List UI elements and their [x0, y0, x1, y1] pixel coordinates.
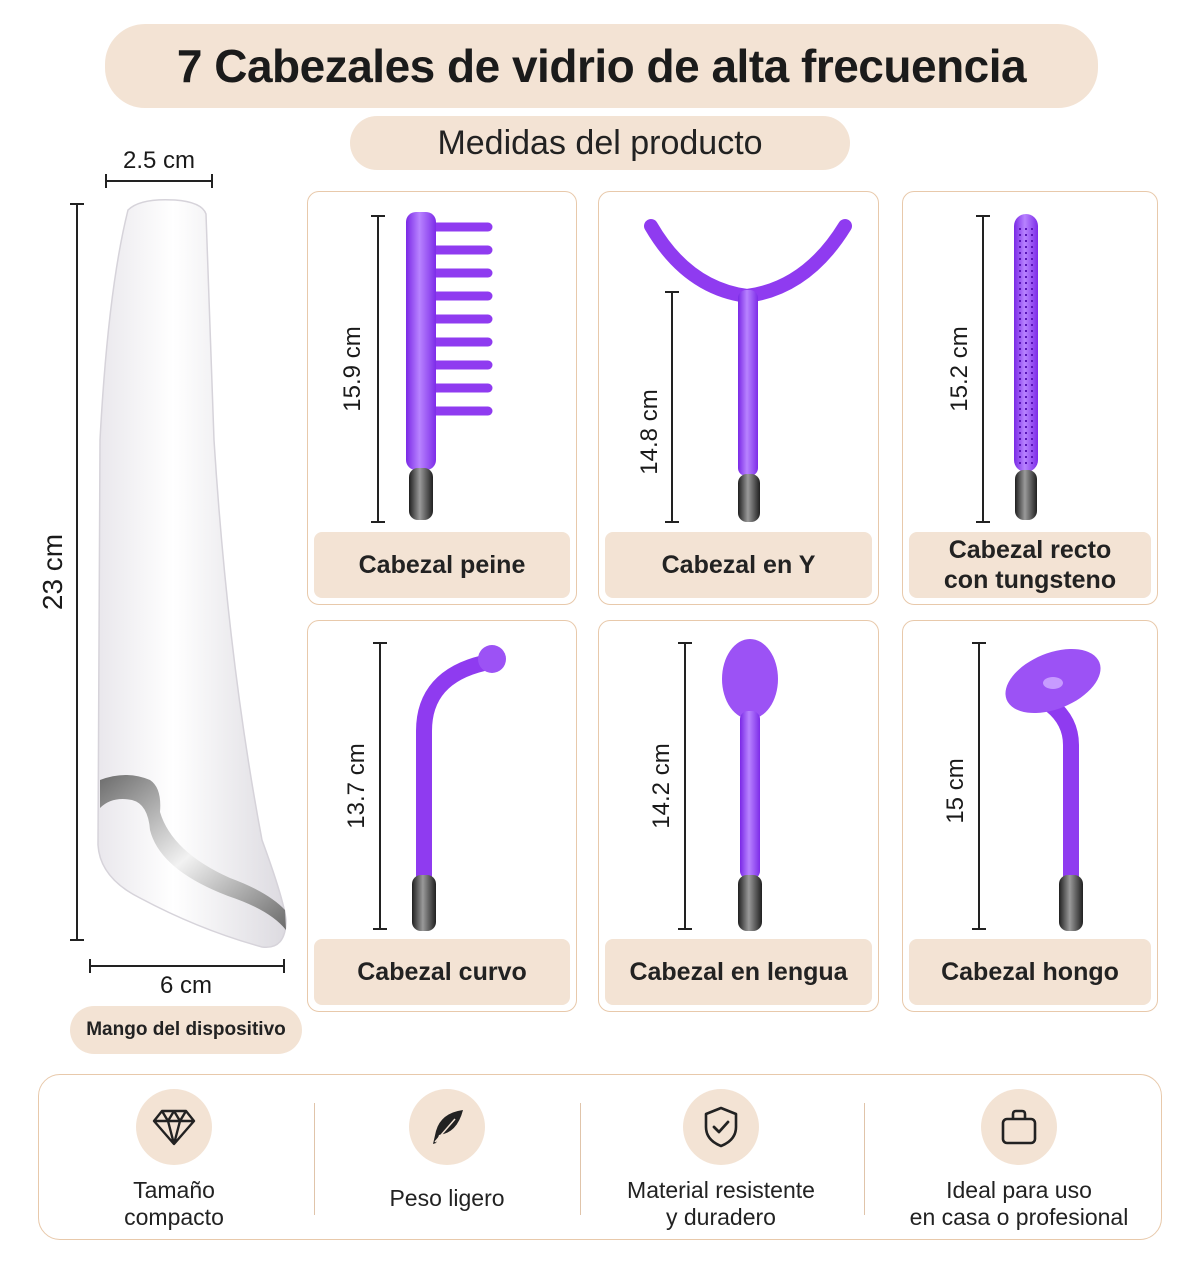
card-straight-head: 15.2 cm Cabezal recto con tungsteno	[902, 191, 1158, 605]
card-mushroom-head: 15 cm Cabezal hongo	[902, 620, 1158, 1012]
straight-length-label: 15.2 cm	[946, 326, 973, 411]
tongue-length-label: 14.2 cm	[648, 743, 675, 828]
feather-icon	[433, 1110, 463, 1144]
feature-lightweight: Peso ligero	[337, 1075, 557, 1241]
y-electrode-illustration: 14.8 cm	[636, 219, 852, 523]
features-panel: Tamaño compacto Peso ligero Material res…	[38, 1074, 1162, 1240]
page-title: 7 Cabezales de vidrio de alta frecuencia	[105, 24, 1098, 108]
card-y-head: 14.8 cm Cabezal en Y	[598, 191, 879, 605]
shield-check-icon	[704, 1106, 738, 1148]
handle-height-label: 23 cm	[37, 534, 68, 610]
feature-lightweight-label: Peso ligero	[389, 1185, 505, 1211]
mushroom-electrode-illustration: 15 cm	[942, 642, 1101, 931]
straight-tungsten-electrode-illustration: 15.2 cm	[946, 214, 1038, 523]
page-subtitle: Medidas del producto	[350, 116, 850, 170]
feature-home-pro: Ideal para uso en casa o profesional	[889, 1075, 1149, 1241]
straight-head-name: Cabezal recto con tungsteno	[909, 532, 1151, 598]
card-tongue-head: 14.2 cm Cabezal en lengua	[598, 620, 879, 1012]
comb-electrode-illustration: 15.9 cm	[339, 212, 493, 523]
feature-compact-label: Tamaño compacto	[124, 1177, 224, 1230]
briefcase-icon	[1001, 1109, 1037, 1145]
comb-head-name: Cabezal peine	[314, 532, 570, 598]
feature-home-pro-label: Ideal para uso en casa o profesional	[909, 1177, 1129, 1230]
curved-electrode-illustration: 13.7 cm	[343, 642, 506, 931]
device-handle-illustration: 2.5 cm 23 cm 6 cm	[37, 147, 287, 999]
diamond-icon	[152, 1109, 196, 1146]
curved-head-name: Cabezal curvo	[314, 939, 570, 1005]
y-length-label: 14.8 cm	[636, 389, 663, 474]
feature-durable-label: Material resistente y duradero	[627, 1177, 815, 1230]
feature-compact: Tamaño compacto	[79, 1075, 269, 1241]
y-head-name: Cabezal en Y	[605, 532, 872, 598]
handle-base-label: 6 cm	[160, 972, 212, 999]
tongue-electrode-illustration: 14.2 cm	[648, 639, 778, 931]
comb-length-label: 15.9 cm	[339, 326, 366, 411]
feature-durable: Material resistente y duradero	[605, 1075, 837, 1241]
tongue-head-name: Cabezal en lengua	[605, 939, 872, 1005]
mushroom-length-label: 15 cm	[942, 758, 969, 823]
card-curved-head: 13.7 cm Cabezal curvo	[307, 620, 577, 1012]
mushroom-head-name: Cabezal hongo	[909, 939, 1151, 1005]
curved-length-label: 13.7 cm	[343, 743, 370, 828]
card-comb-head: 15.9 cm Cabezal peine	[307, 191, 577, 605]
handle-caption: Mango del dispositivo	[70, 1006, 302, 1054]
handle-width-label: 2.5 cm	[123, 147, 195, 174]
